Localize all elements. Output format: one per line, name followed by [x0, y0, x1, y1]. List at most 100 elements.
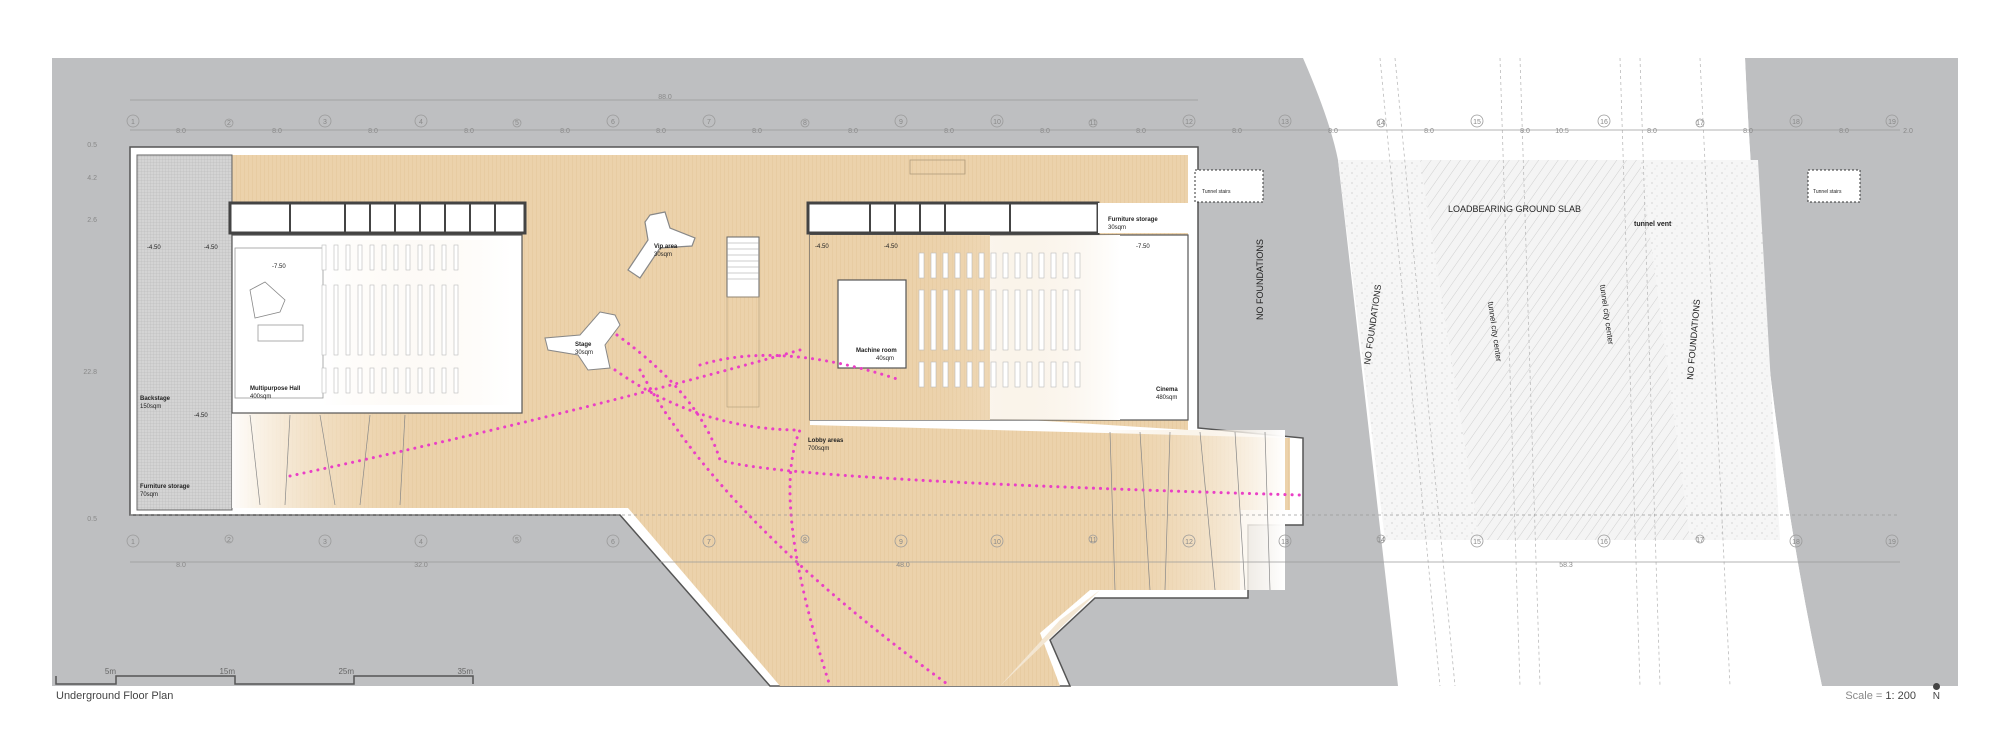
backstage-level-c: -4.50	[194, 413, 208, 419]
svg-text:1: 1	[131, 539, 135, 546]
svg-text:13: 13	[1281, 119, 1289, 126]
svg-text:10.5: 10.5	[1555, 128, 1569, 135]
svg-text:7: 7	[707, 119, 711, 126]
backstage-zone	[136, 154, 233, 511]
svg-text:8.0: 8.0	[752, 128, 762, 135]
svg-text:0.5: 0.5	[87, 516, 97, 523]
vip-area-area: 30sqm	[654, 252, 672, 258]
svg-text:8.0: 8.0	[1328, 128, 1338, 135]
tunnel-stairs-a-label: Tunnel stairs	[1202, 189, 1231, 195]
svg-text:5: 5	[515, 120, 519, 127]
furniture-storage-left-label: Furniture storage	[140, 484, 190, 490]
cinema-label: Cinema	[1156, 387, 1178, 393]
svg-text:18: 18	[1792, 119, 1800, 126]
svg-text:16: 16	[1600, 119, 1608, 126]
tunnel-vent-label: tunnel vent	[1634, 221, 1672, 228]
machine-room-area: 40sqm	[876, 356, 894, 362]
svg-text:11: 11	[1089, 120, 1096, 127]
no-foundations-label-1: NO FOUNDATIONS	[1255, 239, 1265, 320]
svg-text:12: 12	[1185, 119, 1193, 126]
north-arrow: N	[1933, 683, 1940, 702]
svg-text:13: 13	[1281, 539, 1289, 546]
svg-text:8.0: 8.0	[1839, 128, 1849, 135]
seating-rows	[321, 244, 1081, 394]
svg-text:4: 4	[419, 539, 423, 546]
tunnel-stairs-b-label: Tunnel stairs	[1813, 189, 1842, 195]
svg-text:8.0: 8.0	[1424, 128, 1434, 135]
svg-text:2.0: 2.0	[1903, 128, 1913, 135]
svg-text:7: 7	[707, 539, 711, 546]
svg-text:8.0: 8.0	[1647, 128, 1657, 135]
svg-text:8.0: 8.0	[656, 128, 666, 135]
backstage-area: 150sqm	[140, 404, 161, 410]
svg-text:18: 18	[1792, 539, 1800, 546]
machine-room-level-b: -4.50	[884, 244, 898, 250]
lobby-area: 700sqm	[808, 446, 829, 452]
furniture-storage-right-area: 30sqm	[1108, 225, 1126, 231]
svg-text:19: 19	[1888, 119, 1896, 126]
svg-text:2: 2	[227, 537, 231, 544]
left-dimensions: 0.5 4.2 2.6 22.8 0.5	[83, 142, 97, 523]
multipurpose-hall-area: 400sqm	[250, 394, 271, 400]
svg-text:0.5: 0.5	[87, 142, 97, 149]
svg-text:12: 12	[1185, 539, 1193, 546]
svg-text:8.0: 8.0	[1232, 128, 1242, 135]
scale-prefix: Scale =	[1845, 690, 1883, 702]
svg-text:9: 9	[899, 539, 903, 546]
multipurpose-hall-label: Multipurpose Hall	[250, 386, 301, 392]
tunnel-zone	[1303, 57, 1822, 687]
svg-text:17: 17	[1696, 537, 1704, 544]
svg-text:15m: 15m	[219, 667, 235, 676]
svg-text:5: 5	[515, 537, 519, 544]
svg-text:8.0: 8.0	[368, 128, 378, 135]
central-stair	[726, 159, 966, 408]
svg-text:6: 6	[611, 539, 615, 546]
svg-text:15: 15	[1473, 119, 1481, 126]
north-label: N	[1932, 691, 1940, 702]
svg-text:19: 19	[1888, 539, 1896, 546]
svg-text:35m: 35m	[457, 667, 473, 676]
svg-text:3: 3	[323, 539, 327, 546]
lobby-label: Lobby areas	[808, 438, 844, 444]
vip-area-shape	[627, 211, 696, 279]
svg-text:1: 1	[131, 119, 135, 126]
svg-text:8.0: 8.0	[848, 128, 858, 135]
svg-text:8.0: 8.0	[272, 128, 282, 135]
cinema-hall	[809, 234, 1189, 421]
ground-slab-label: LOADBEARING GROUND SLAB	[1448, 204, 1581, 214]
svg-text:14: 14	[1377, 537, 1385, 544]
svg-text:4.2: 4.2	[87, 175, 97, 182]
svg-text:58.3: 58.3	[1559, 562, 1573, 569]
svg-text:8.0: 8.0	[176, 128, 186, 135]
scale-value: 1: 200	[1885, 690, 1916, 702]
north-arrow-icon	[1932, 683, 1940, 690]
furniture-storage-left-area: 70sqm	[140, 492, 158, 498]
svg-text:32.0: 32.0	[414, 562, 428, 569]
furniture-storage-right-label: Furniture storage	[1108, 217, 1158, 223]
svg-text:25m: 25m	[338, 667, 354, 676]
svg-text:5m: 5m	[105, 667, 116, 676]
machine-room-level-a: -4.50	[815, 244, 829, 250]
stage-label: Stage	[575, 342, 592, 348]
svg-text:8.0: 8.0	[944, 128, 954, 135]
svg-text:8.0: 8.0	[560, 128, 570, 135]
circulation-paths	[288, 333, 1302, 688]
svg-text:14: 14	[1377, 120, 1385, 127]
cinema-level: -7.50	[1136, 244, 1150, 250]
top-grid-axis	[126, 99, 1900, 563]
plan-title: Underground Floor Plan	[56, 690, 174, 702]
machine-room-label: Machine room	[856, 348, 897, 354]
service-core-left	[228, 201, 527, 235]
svg-text:11: 11	[1089, 537, 1096, 544]
svg-text:17: 17	[1696, 120, 1704, 127]
service-core-right	[806, 201, 1100, 235]
svg-text:8: 8	[803, 537, 807, 544]
svg-text:3: 3	[323, 119, 327, 126]
stage-area: 30sqm	[575, 350, 593, 356]
multipurpose-hall-level: -7.50	[272, 264, 286, 270]
scale-bar: 5m 15m 25m 35m	[55, 667, 474, 685]
svg-text:8.0: 8.0	[1743, 128, 1753, 135]
svg-text:8: 8	[803, 120, 807, 127]
